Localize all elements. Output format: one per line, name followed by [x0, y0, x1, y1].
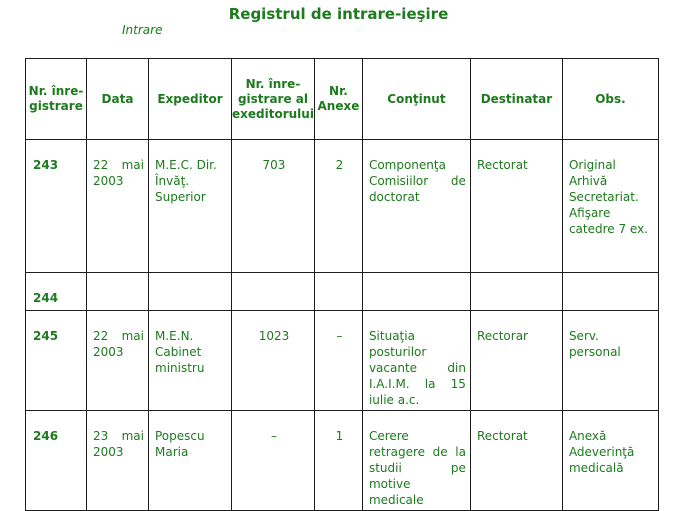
cell-obs	[561, 272, 659, 311]
cell-expeditor	[148, 272, 232, 311]
cell-destinatar: Rectorat	[469, 139, 563, 273]
cell-nr-expeditor: 1023	[231, 310, 315, 411]
cell-obs: Original Arhivă Secretariat. Afişare cat…	[561, 139, 659, 273]
header-data: Data	[86, 58, 149, 140]
table-row: 244	[25, 272, 659, 311]
cell-anexe: 1	[313, 410, 363, 511]
page-subtitle: Intrare	[122, 23, 163, 37]
page-title: Registrul de intrare-ieşire	[228, 5, 449, 23]
table-row: 245 22 mai 2003 M.E.N. Cabinet ministru …	[25, 310, 659, 411]
header-nr-anexe: Nr. Anexe	[313, 58, 363, 140]
cell-data: 22 mai 2003	[86, 139, 149, 273]
header-nr-expeditor: Nr. înre-gistrare al exeditorului	[231, 58, 315, 140]
cell-anexe: –	[313, 310, 363, 411]
cell-anexe: 2	[313, 139, 363, 273]
cell-continut: Situaţia posturilor vacante din I.A.I.M.…	[361, 310, 471, 411]
cell-expeditor: M.E.N. Cabinet ministru	[148, 310, 232, 411]
header-obs: Obs.	[561, 58, 659, 140]
cell-expeditor: Popescu Maria	[148, 410, 232, 511]
cell-destinatar: Rectorar	[469, 310, 563, 411]
cell-nr-expeditor: 703	[231, 139, 315, 273]
cell-nr-expeditor: –	[231, 410, 315, 511]
register-table: Nr. înre-gistrare Data Expeditor Nr. înr…	[25, 58, 659, 511]
cell-continut: Componenţa Comisiilor de doctorat	[361, 139, 471, 273]
cell-data	[86, 272, 149, 311]
cell-nr-expeditor	[231, 272, 315, 311]
cell-destinatar	[469, 272, 563, 311]
cell-nr: 244	[25, 272, 87, 311]
cell-data: 22 mai 2003	[86, 310, 149, 411]
cell-continut	[361, 272, 471, 311]
table-row: 243 22 mai 2003 M.E.C. Dir. Învăţ. Super…	[25, 139, 659, 273]
cell-expeditor: M.E.C. Dir. Învăţ. Superior	[148, 139, 232, 273]
cell-nr: 245	[25, 310, 87, 411]
cell-obs: Anexă Adeverinţă medicală	[561, 410, 659, 511]
cell-nr: 246	[25, 410, 87, 511]
header-destinatar: Destinatar	[469, 58, 563, 140]
header-continut: Conţinut	[361, 58, 471, 140]
cell-nr: 243	[25, 139, 87, 273]
header-row: Nr. înre-gistrare Data Expeditor Nr. înr…	[25, 58, 659, 140]
cell-data: 23 mai 2003	[86, 410, 149, 511]
cell-anexe	[313, 272, 363, 311]
header-expeditor: Expeditor	[148, 58, 232, 140]
table-row: 246 23 mai 2003 Popescu Maria – 1 Cerere…	[25, 410, 659, 511]
header-nr-inregistrare: Nr. înre-gistrare	[25, 58, 87, 140]
cell-continut: Cerere retragere de la studii pe motive …	[361, 410, 471, 511]
cell-destinatar: Rectorat	[469, 410, 563, 511]
cell-obs: Serv. personal	[561, 310, 659, 411]
